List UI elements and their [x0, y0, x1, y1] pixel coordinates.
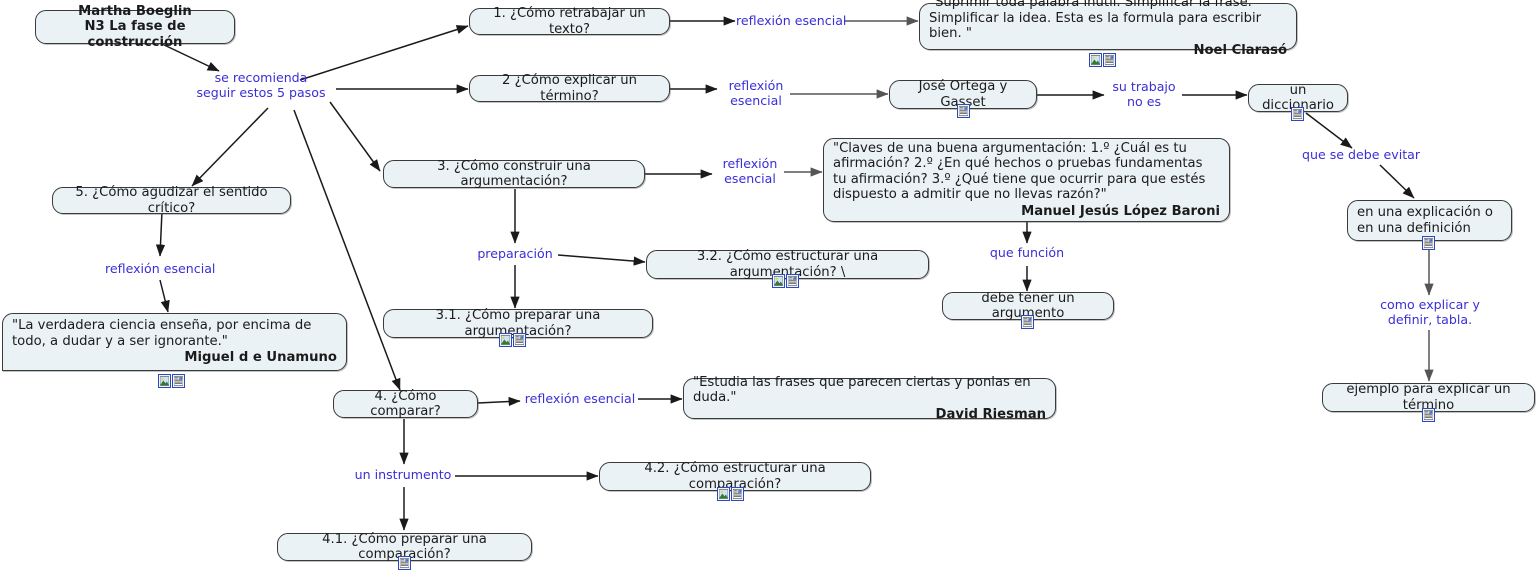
link-line-1: que se debe evitar	[1301, 147, 1421, 162]
resource-icons-3-1	[499, 333, 526, 347]
link-line-2: no es	[1127, 93, 1161, 109]
root-line2: N3 La fase de construcción	[84, 19, 186, 50]
link-que-funcion[interactable]: que función	[984, 245, 1070, 261]
link-line-1: se recomienda	[214, 70, 308, 85]
node-quote-david-riesman[interactable]: "Estudia las frases que parecen ciertas …	[683, 374, 1056, 422]
document-resource-icon[interactable]	[786, 274, 799, 288]
link-reflexion-esencial-2[interactable]: reflexión esencial	[722, 78, 790, 108]
node-label: 4.2. ¿Cómo estructurar una comparación?	[644, 461, 826, 492]
resource-icons-ortega	[957, 104, 970, 118]
node-question-2[interactable]: 2 ¿Cómo explicar un término?	[469, 73, 670, 104]
node-label: ejemplo para explicar un término	[1346, 382, 1511, 413]
node-question-5[interactable]: 5. ¿Cómo agudizar el sentido crítico?	[52, 185, 291, 216]
document-resource-icon[interactable]	[513, 333, 526, 347]
link-un-instrumento[interactable]: un instrumento	[353, 467, 453, 483]
link-que-se-debe-evitar[interactable]: que se debe evitar	[1299, 147, 1423, 163]
quote-author: David Riesman	[935, 406, 1047, 422]
link-reflexion-esencial-1[interactable]: reflexión esencial	[736, 13, 847, 29]
node-quote-lopez-baroni[interactable]: "Claves de una buena argumentación: 1.º …	[823, 138, 1230, 222]
node-label: 4.1. ¿Cómo preparar una comparación?	[322, 531, 487, 563]
link-line-1: reflexión esencial	[105, 261, 216, 276]
resource-icons-ejemplo	[1422, 408, 1435, 422]
link-se-recomienda[interactable]: se recomienda seguir estos 5 pasos	[186, 70, 336, 100]
node-question-4-2[interactable]: 4.2. ¿Cómo estructurar una comparación?	[599, 461, 871, 492]
document-resource-icon[interactable]	[731, 487, 744, 501]
quote-text: "Claves de una buena argumentación: 1.º …	[833, 140, 1206, 203]
picture-resource-icon[interactable]	[717, 487, 730, 501]
quote-text: "La verdadera ciencia enseña, por encima…	[12, 318, 312, 349]
link-line-2: definir, tabla.	[1387, 311, 1473, 327]
resource-icons-diccionario	[1291, 107, 1304, 121]
link-line-1: un instrumento	[354, 467, 452, 482]
node-question-3-1[interactable]: 3.1. ¿Cómo preparar una argumentación?	[383, 308, 653, 339]
resource-icons-argumento	[1021, 315, 1034, 329]
node-label: debe tener un argumento	[981, 290, 1075, 322]
node-label: José Ortega y Gasset	[918, 79, 1008, 110]
quote-text: "Estudia las frases que parecen ciertas …	[693, 374, 1031, 406]
link-line-1: reflexión	[722, 156, 778, 171]
node-question-1[interactable]: 1. ¿Cómo retrabajar un texto?	[469, 6, 670, 37]
picture-resource-icon[interactable]	[772, 274, 785, 288]
node-label: 1. ¿Cómo retrabajar un texto?	[493, 6, 646, 37]
picture-resource-icon[interactable]	[499, 333, 512, 347]
quote-author: Manuel Jesús López Baroni	[1021, 203, 1220, 219]
link-line-1: su trabajo	[1112, 79, 1176, 94]
document-resource-icon[interactable]	[398, 556, 411, 570]
document-resource-icon[interactable]	[1291, 107, 1304, 121]
node-label: 2 ¿Cómo explicar un término?	[501, 73, 637, 104]
resource-icons-unamuno	[158, 374, 185, 388]
link-line-2: seguir estos 5 pasos	[196, 84, 326, 100]
node-jose-ortega-y-gasset[interactable]: José Ortega y Gasset	[889, 79, 1037, 110]
node-quote-noel-claraso[interactable]: "Suprimir toda palabra inútil. Simplific…	[919, 0, 1297, 58]
document-resource-icon[interactable]	[172, 374, 185, 388]
link-preparacion[interactable]: preparación	[473, 246, 557, 262]
link-line-1: reflexión esencial	[524, 391, 636, 406]
link-reflexion-esencial-3[interactable]: reflexión esencial	[716, 156, 784, 186]
link-reflexion-esencial-5[interactable]: reflexión esencial	[105, 261, 216, 277]
picture-resource-icon[interactable]	[1089, 53, 1102, 67]
quote-author: Noel Clarasó	[1193, 42, 1287, 58]
link-su-trabajo-no-es[interactable]: su trabajo no es	[1106, 79, 1182, 109]
picture-resource-icon[interactable]	[158, 374, 171, 388]
root-line1: Martha Boeglin	[78, 3, 192, 19]
node-label: 3.2. ¿Cómo estructurar una argumentación…	[696, 249, 879, 280]
resource-icons-4-2	[717, 487, 744, 501]
link-line-2: esencial	[730, 92, 782, 108]
link-line-2: esencial	[724, 170, 776, 186]
quote-author: Miguel d e Unamuno	[184, 350, 337, 366]
quote-text: "Suprimir toda palabra inútil. Simplific…	[929, 0, 1262, 41]
link-line-1: reflexión esencial	[736, 13, 847, 28]
node-en-una-explicacion[interactable]: en una explicación o en una definición	[1347, 200, 1512, 241]
link-reflexion-esencial-4[interactable]: reflexión esencial	[523, 391, 637, 407]
resource-icons-4-1	[398, 556, 411, 570]
node-question-3-2[interactable]: 3.2. ¿Cómo estructurar una argumentación…	[646, 249, 929, 280]
node-label: 4. ¿Cómo comparar?	[370, 388, 441, 420]
link-line-1: reflexión	[728, 78, 784, 93]
link-line-1: que función	[989, 245, 1065, 260]
node-label: 3.1. ¿Cómo preparar una argumentación?	[435, 308, 601, 339]
document-resource-icon[interactable]	[1422, 408, 1435, 422]
resource-icons-3-2	[772, 274, 799, 288]
document-resource-icon[interactable]	[1422, 236, 1435, 250]
document-resource-icon[interactable]	[957, 104, 970, 118]
resource-icons-claraso	[1089, 53, 1116, 67]
link-line-1: preparación	[477, 246, 553, 261]
node-question-3[interactable]: 3. ¿Cómo construir una argumentación?	[383, 158, 645, 190]
node-label: 5. ¿Cómo agudizar el sentido crítico?	[75, 185, 268, 216]
node-label: un diccionario	[1262, 82, 1334, 114]
link-como-explicar-definir[interactable]: como explicar y definir, tabla.	[1369, 297, 1491, 327]
node-question-4[interactable]: 4. ¿Cómo comparar?	[333, 388, 478, 420]
resource-icons-explicacion	[1422, 236, 1435, 250]
node-label: 3. ¿Cómo construir una argumentación?	[437, 158, 591, 190]
document-resource-icon[interactable]	[1021, 315, 1034, 329]
node-quote-unamuno[interactable]: "La verdadera ciencia enseña, por encima…	[2, 313, 347, 371]
link-line-1: como explicar y	[1380, 297, 1480, 312]
node-root-title[interactable]: Martha Boeglin N3 La fase de construcció…	[35, 4, 235, 50]
document-resource-icon[interactable]	[1103, 53, 1116, 67]
node-label: en una explicación o en una definición	[1357, 205, 1493, 236]
